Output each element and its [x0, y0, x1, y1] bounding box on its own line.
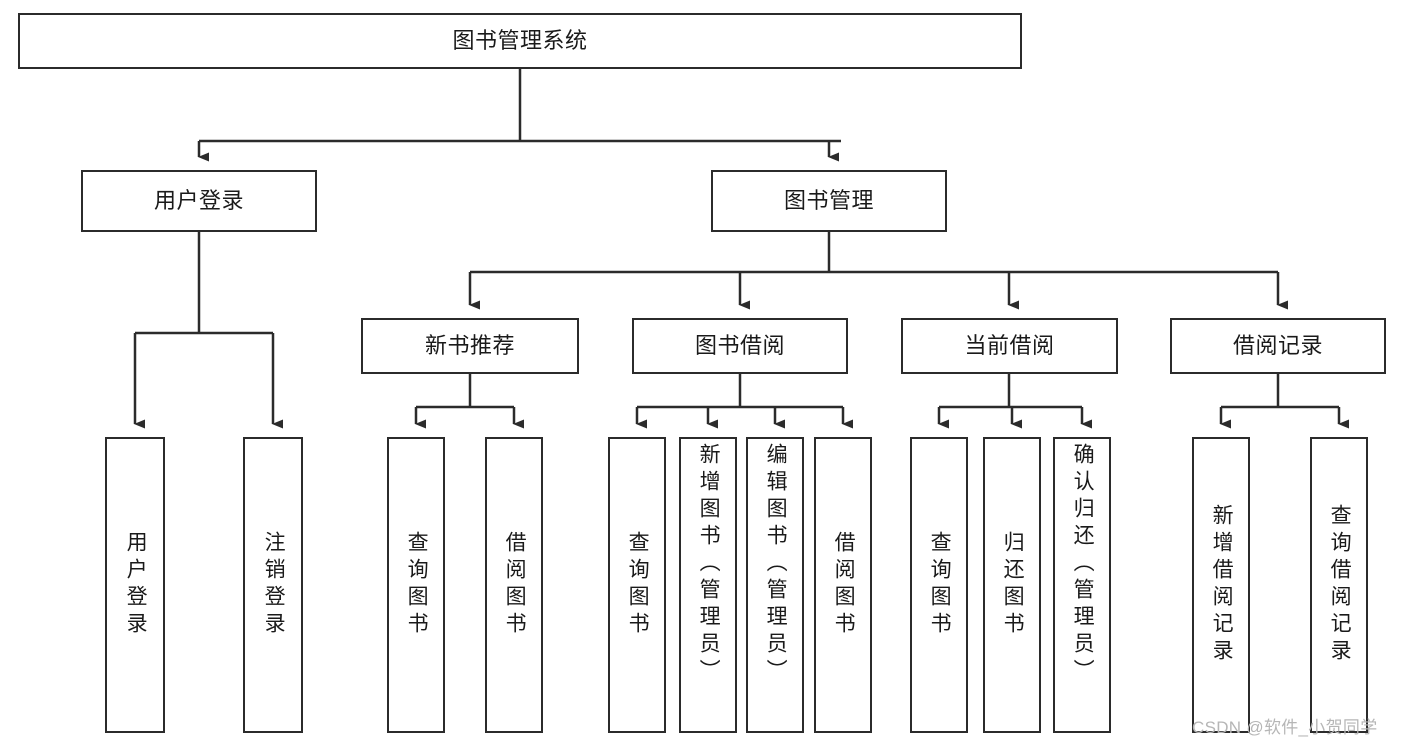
node-leaf-return-book[interactable]: 归还图书 [983, 437, 1041, 733]
node-book-borrow[interactable]: 图书借阅 [632, 318, 848, 374]
node-leaf-borrow-book-1[interactable]: 借阅图书 [485, 437, 543, 733]
node-leaf-query-book-3[interactable]: 查询图书 [910, 437, 968, 733]
node-leaf-query-record-label: 查询借阅记录 [1328, 504, 1352, 666]
node-new-book-recommend-label: 新书推荐 [424, 333, 515, 359]
node-leaf-query-record[interactable]: 查询借阅记录 [1310, 437, 1368, 733]
node-leaf-edit-book[interactable]: 编辑图书（管理员） [746, 437, 804, 733]
node-leaf-return-book-label: 归还图书 [1001, 531, 1025, 639]
node-leaf-query-book-2-label: 查询图书 [626, 531, 650, 639]
node-user-login[interactable]: 用户登录 [81, 170, 317, 232]
node-leaf-add-record[interactable]: 新增借阅记录 [1192, 437, 1250, 733]
node-leaf-query-book-2[interactable]: 查询图书 [608, 437, 666, 733]
node-leaf-edit-book-label: 编辑图书（管理员） [764, 443, 788, 686]
node-book-management[interactable]: 图书管理 [711, 170, 947, 232]
node-book-management-label: 图书管理 [783, 188, 874, 214]
node-leaf-add-record-label: 新增借阅记录 [1210, 504, 1234, 666]
node-leaf-user-login[interactable]: 用户登录 [105, 437, 165, 733]
node-leaf-user-login-label: 用户登录 [124, 531, 148, 639]
node-borrow-record-label: 借阅记录 [1232, 333, 1323, 359]
node-leaf-borrow-book-2[interactable]: 借阅图书 [814, 437, 872, 733]
node-leaf-logout-label: 注销登录 [262, 531, 286, 639]
node-book-borrow-label: 图书借阅 [694, 333, 785, 359]
node-leaf-logout[interactable]: 注销登录 [243, 437, 303, 733]
node-current-borrow[interactable]: 当前借阅 [901, 318, 1118, 374]
node-leaf-add-book[interactable]: 新增图书（管理员） [679, 437, 737, 733]
node-leaf-query-book-1[interactable]: 查询图书 [387, 437, 445, 733]
node-leaf-confirm-return-label: 确认归还（管理员） [1071, 443, 1095, 686]
node-leaf-borrow-book-2-label: 借阅图书 [832, 531, 856, 639]
node-leaf-query-book-1-label: 查询图书 [405, 531, 429, 639]
node-leaf-add-book-label: 新增图书（管理员） [697, 443, 721, 686]
node-borrow-record[interactable]: 借阅记录 [1170, 318, 1386, 374]
node-leaf-confirm-return[interactable]: 确认归还（管理员） [1053, 437, 1111, 733]
node-user-login-label: 用户登录 [153, 188, 244, 214]
node-root[interactable]: 图书管理系统 [18, 13, 1022, 69]
node-current-borrow-label: 当前借阅 [964, 333, 1055, 359]
node-new-book-recommend[interactable]: 新书推荐 [361, 318, 579, 374]
node-leaf-borrow-book-1-label: 借阅图书 [503, 531, 527, 639]
node-leaf-query-book-3-label: 查询图书 [928, 531, 952, 639]
node-root-label: 图书管理系统 [452, 28, 588, 54]
